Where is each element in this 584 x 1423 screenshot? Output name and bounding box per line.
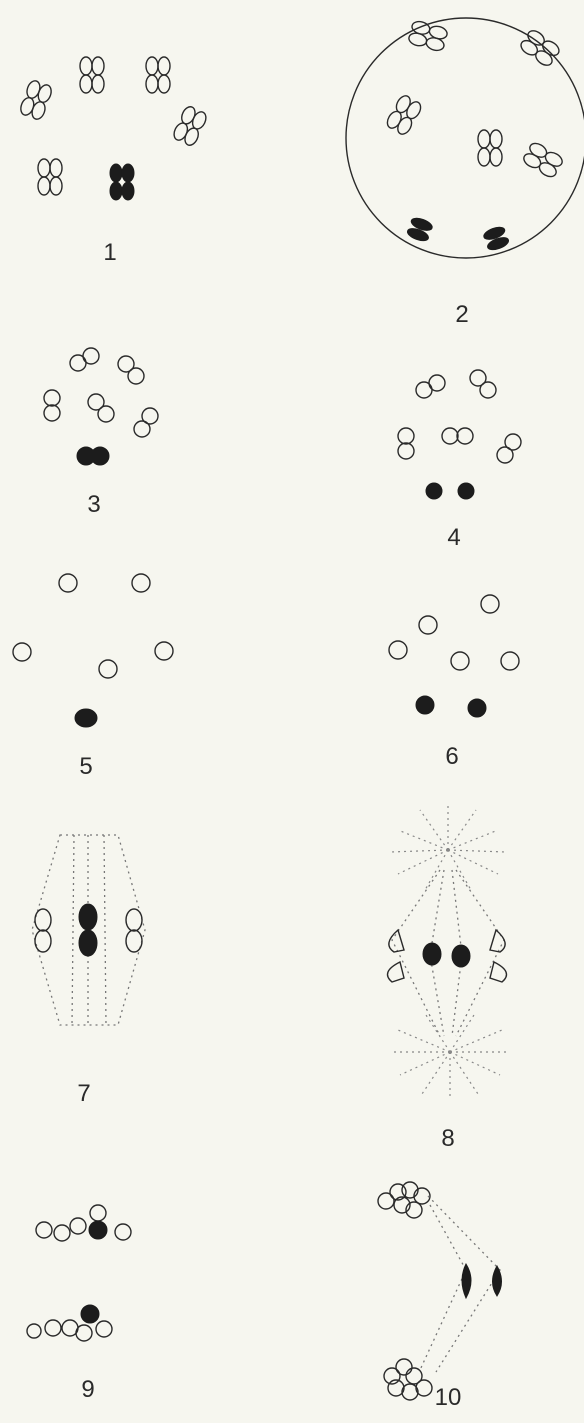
open-dyad [70, 348, 99, 371]
open-chromosome-wedge [389, 930, 404, 952]
open-dyad [442, 428, 473, 444]
open-dyad [398, 428, 414, 459]
filled-chromosome [426, 483, 442, 499]
open-chromosome [132, 574, 150, 592]
open-chromosome [13, 643, 31, 661]
panel-3: 3 [44, 348, 158, 518]
upper-chromosome-group [36, 1205, 131, 1241]
panel-6: 6 [389, 595, 519, 770]
upper-chromosome-cluster [378, 1182, 430, 1218]
open-dyad [44, 390, 60, 421]
panel-label: 5 [79, 753, 92, 780]
panel-9: 9 [27, 1205, 131, 1403]
open-tetrad [19, 79, 54, 121]
panel-4: 4 [398, 370, 521, 551]
open-chromosome [155, 642, 173, 660]
filled-chromosome [468, 699, 486, 717]
panel-label: 9 [81, 1376, 94, 1403]
open-tetrad [521, 141, 564, 180]
open-chromosome [389, 641, 407, 659]
filled-tetrad [110, 164, 134, 200]
open-tetrad [146, 57, 170, 93]
panel-label: 7 [77, 1080, 90, 1107]
panel-10: 10 [378, 1182, 502, 1411]
open-chromosome [59, 574, 77, 592]
open-chromosome-wedge [490, 962, 507, 982]
panel-label: 3 [87, 491, 100, 518]
open-chromosome [99, 660, 117, 678]
panel-label: 4 [447, 524, 460, 551]
panel-8: 8 [388, 805, 511, 1152]
filled-chromosome [423, 943, 441, 965]
filled-bivalent [482, 225, 510, 252]
panel-2: 2 [346, 18, 584, 328]
panel-label: 10 [435, 1384, 462, 1411]
panel-label: 8 [441, 1125, 454, 1152]
filled-chromosome [452, 945, 470, 967]
open-chromosome [419, 616, 437, 634]
lower-aster [390, 1015, 510, 1100]
filled-chromosome [416, 696, 434, 714]
panel-1: 1 [19, 57, 209, 266]
open-dyad [416, 375, 445, 398]
filled-dyad [79, 904, 97, 956]
open-dyad [88, 394, 114, 422]
filled-chromosome [458, 483, 474, 499]
filled-chromosome [462, 1264, 471, 1298]
open-chromosome [501, 652, 519, 670]
panel-5: 5 [13, 574, 173, 780]
open-dyad [126, 909, 142, 952]
open-tetrad [80, 57, 104, 93]
upper-aster [390, 805, 506, 890]
spindle-fiber [72, 835, 74, 1025]
open-dyad [134, 408, 158, 437]
open-dyad [118, 356, 144, 384]
panel-7: 7 [32, 835, 145, 1107]
open-dyad [35, 909, 51, 952]
spindle-fiber [104, 835, 106, 1025]
open-tetrad [478, 130, 502, 166]
filled-chromosome [75, 709, 97, 727]
open-chromosome [451, 652, 469, 670]
open-tetrad [408, 20, 449, 52]
spindle-fiber [420, 1205, 466, 1370]
panel-label: 2 [455, 301, 468, 328]
open-chromosome-wedge [388, 962, 405, 982]
open-chromosome-wedge [490, 930, 505, 952]
panel-label: 1 [103, 239, 116, 266]
lower-chromosome-cluster [384, 1359, 432, 1400]
panel-label: 6 [445, 743, 458, 770]
filled-dyad [77, 447, 109, 465]
open-dyad [470, 370, 496, 398]
lower-chromosome-group [27, 1305, 112, 1341]
open-tetrad [38, 159, 62, 195]
open-chromosome [481, 595, 499, 613]
filled-bivalent [406, 216, 434, 243]
open-tetrad [385, 93, 424, 136]
open-tetrad [172, 105, 209, 148]
open-dyad [497, 434, 521, 463]
